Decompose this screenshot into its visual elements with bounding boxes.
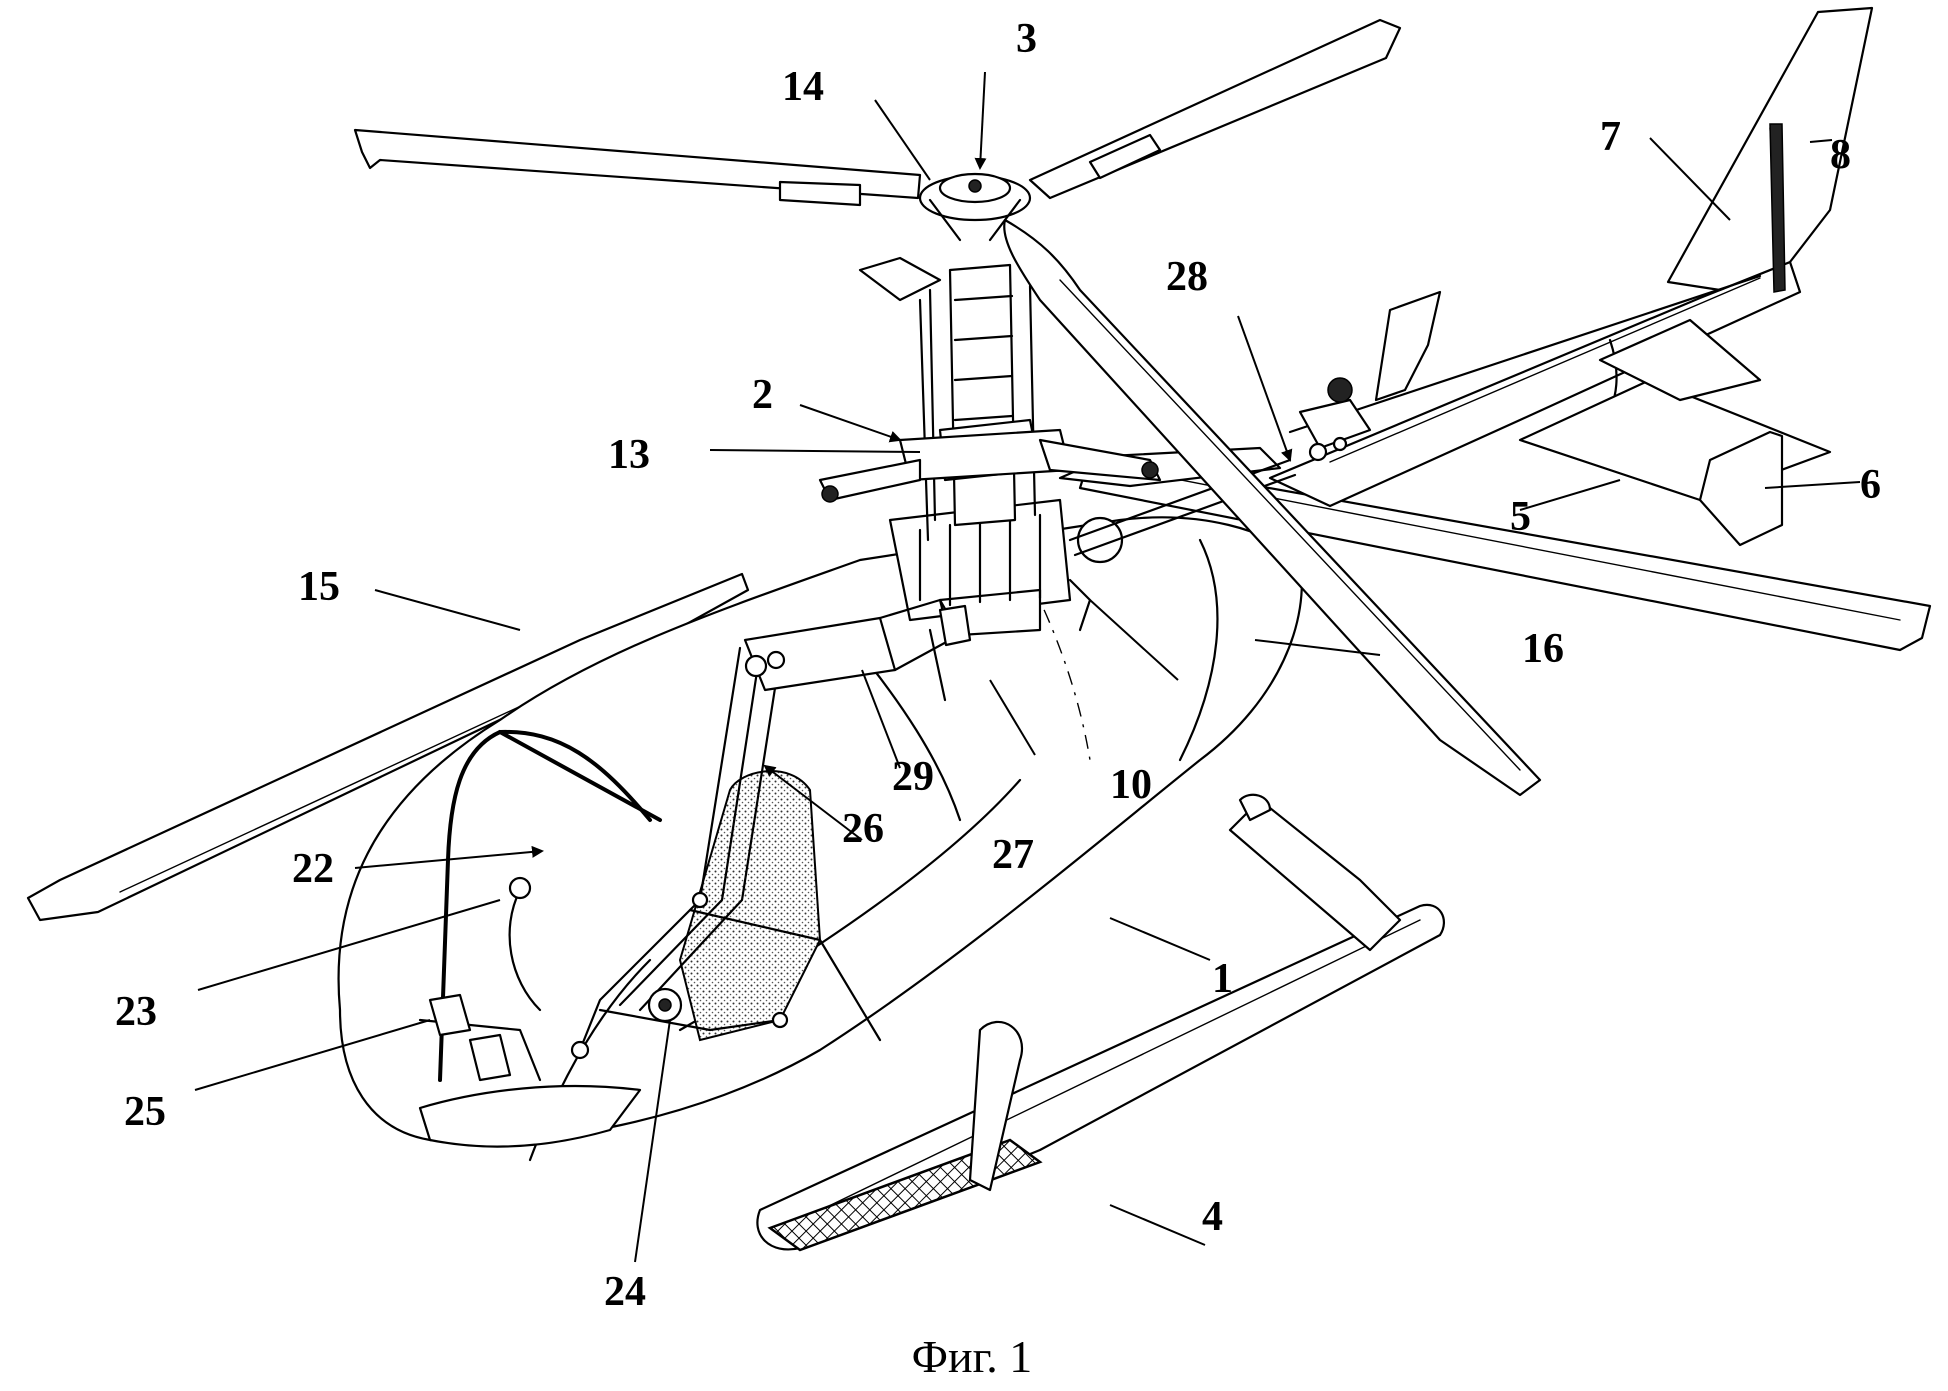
callout-22: 22 — [292, 846, 334, 892]
callout-16: 16 — [1522, 626, 1564, 672]
leader-1 — [1109, 917, 1211, 961]
control-linkage — [508, 646, 882, 1060]
callout-23: 23 — [115, 989, 157, 1035]
leader-29 — [861, 669, 901, 769]
leader-6 — [1764, 481, 1861, 489]
leader-16 — [1254, 639, 1381, 656]
tail-fin — [1666, 6, 1874, 293]
callout-7: 7 — [1600, 114, 1621, 160]
lower-hub — [818, 428, 1162, 503]
upper-blade-left — [353, 128, 922, 207]
vertical-fin-right — [1698, 430, 1784, 547]
shaft-27 — [928, 604, 972, 702]
callout-13: 13 — [608, 432, 650, 478]
callout-14: 14 — [782, 64, 824, 110]
callout-6: 6 — [1860, 462, 1881, 508]
leader-23 — [197, 899, 501, 991]
callout-15: 15 — [298, 564, 340, 610]
callout-10: 10 — [1110, 762, 1152, 808]
rotor-mast — [918, 263, 1042, 542]
leader-22 — [354, 845, 544, 869]
tail-rotor-shaft-drive — [1288, 274, 1762, 462]
leader-26 — [763, 764, 863, 841]
callout-labels: 1 2 3 4 5 6 7 8 10 13 14 15 16 22 23 24 … — [115, 16, 1881, 1315]
leader-2 — [799, 404, 902, 443]
callout-26: 26 — [842, 806, 884, 852]
callout-4: 4 — [1202, 1194, 1223, 1240]
stabilizer — [1518, 318, 1832, 502]
pedals — [418, 993, 542, 1082]
vertical-fin-left — [1374, 290, 1442, 402]
callout-28: 28 — [1166, 254, 1208, 300]
upper-blade-front — [1003, 218, 1542, 797]
callout-29: 29 — [892, 754, 934, 800]
leader-14 — [874, 99, 931, 181]
leader-5 — [1519, 479, 1621, 511]
leader-7 — [1649, 137, 1731, 221]
front-strut — [968, 1020, 1023, 1192]
tail-boom — [1268, 260, 1802, 508]
callout-2: 2 — [752, 372, 773, 418]
upper-hub — [918, 172, 1032, 242]
callout-24: 24 — [604, 1269, 646, 1315]
upper-blade-right — [1028, 18, 1402, 200]
leader-15 — [374, 589, 521, 631]
callout-27: 27 — [992, 832, 1034, 878]
leader-13 — [709, 449, 921, 453]
leader-lines — [194, 71, 1861, 1263]
callout-1: 1 — [1212, 956, 1233, 1002]
callout-8: 8 — [1830, 132, 1851, 178]
callout-3: 3 — [1016, 16, 1037, 62]
control-unit-29 — [743, 598, 952, 692]
nose-fairing — [418, 1084, 642, 1148]
leader-3 — [974, 71, 987, 170]
leader-24 — [634, 1019, 671, 1263]
leader-27 — [989, 679, 1036, 756]
figure-caption: Фиг. 1 — [912, 1331, 1033, 1382]
canopy-frame — [438, 729, 662, 1082]
rear-strut — [1228, 793, 1402, 952]
upper-blade-back — [858, 256, 942, 302]
callout-5: 5 — [1510, 494, 1531, 540]
leader-25 — [194, 1019, 431, 1091]
callout-25: 25 — [124, 1089, 166, 1135]
leader-4 — [1109, 1204, 1206, 1246]
leader-28 — [1237, 315, 1293, 462]
leader-10 — [1089, 599, 1179, 681]
leader-8 — [1809, 139, 1833, 143]
